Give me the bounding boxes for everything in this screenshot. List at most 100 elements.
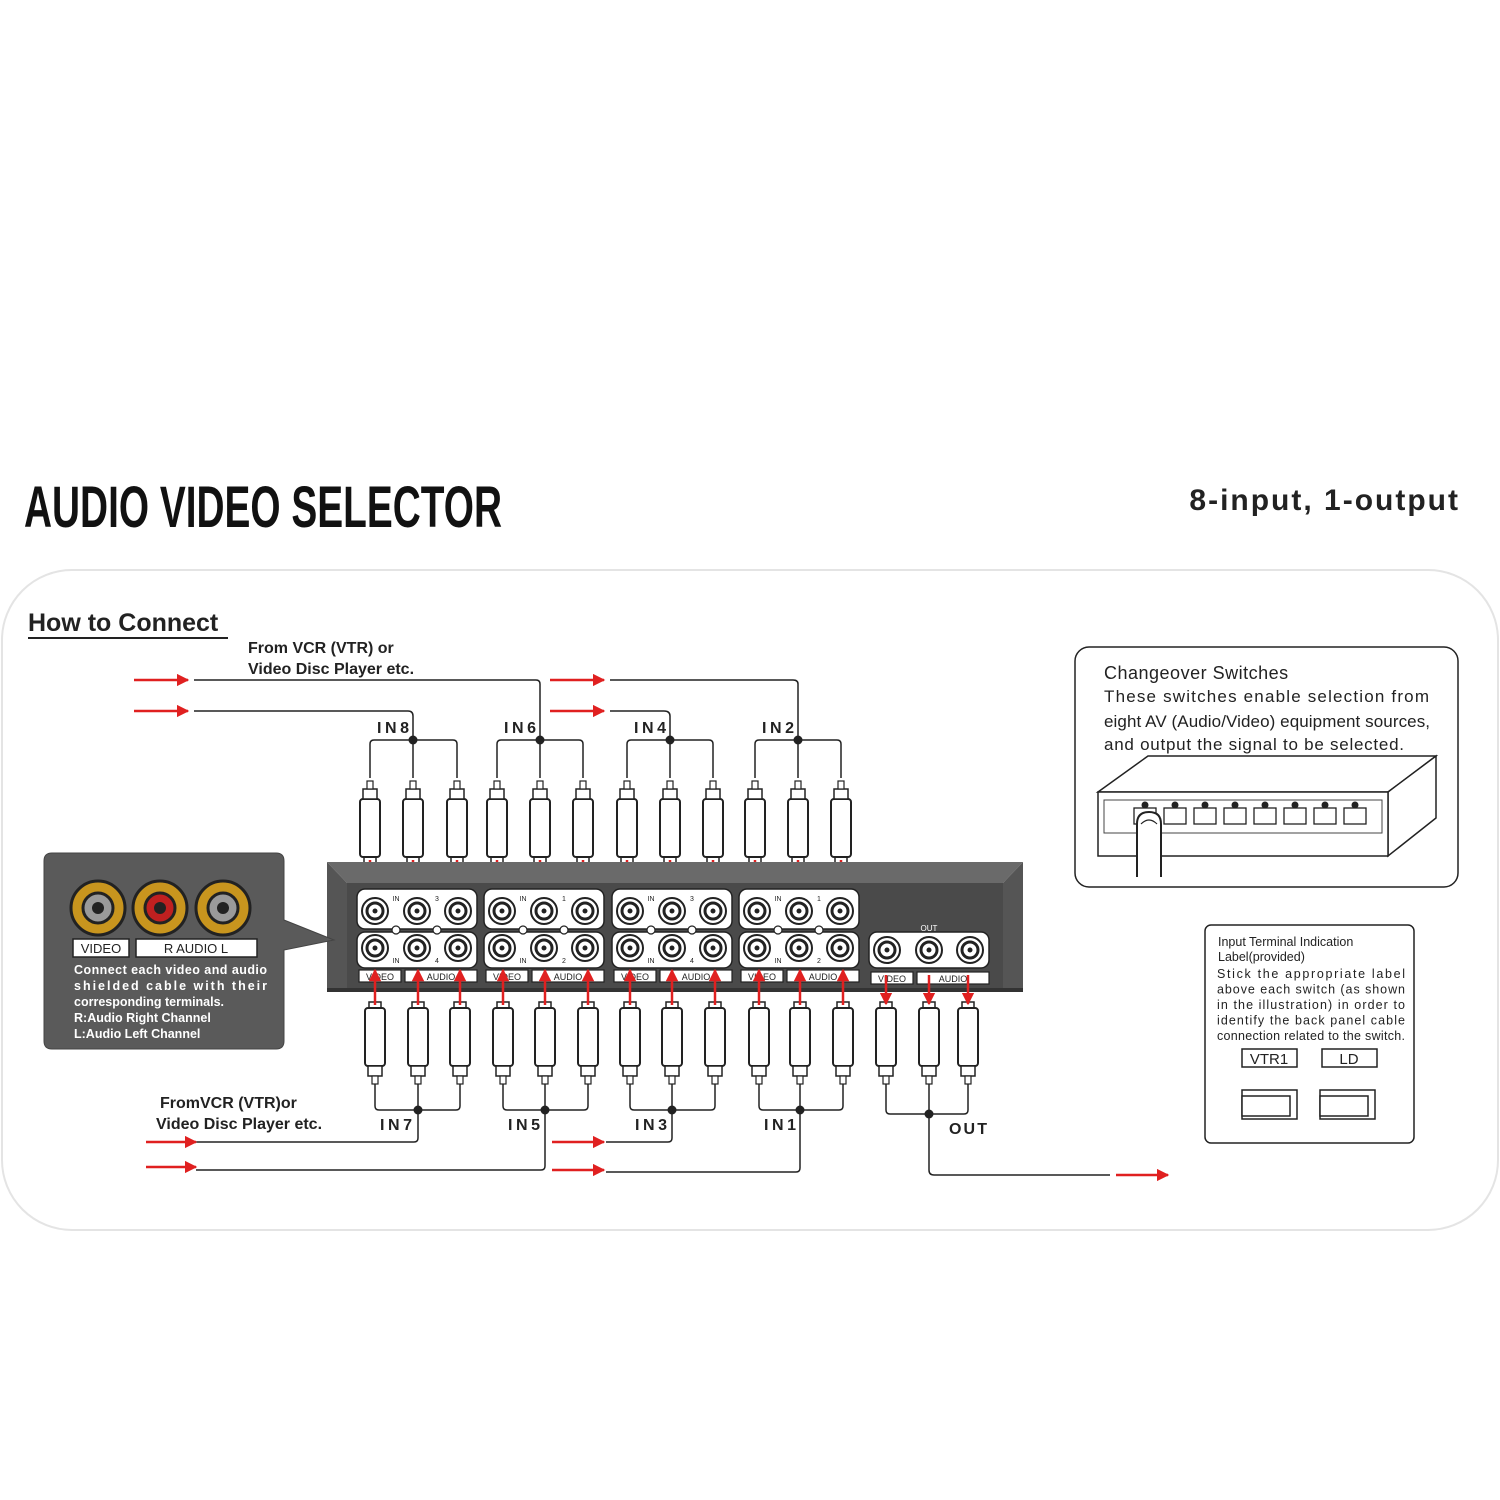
legend-text-line: corresponding terminals. (74, 995, 224, 1009)
legend-text-line: R:Audio Right Channel (74, 1011, 211, 1025)
panel-video-label: VIDEO (493, 972, 521, 982)
source-bottom-line2: Video Disc Player etc. (156, 1116, 322, 1133)
panel-audio-label: AUDIO (554, 972, 583, 982)
rca-plug (875, 1001, 897, 1085)
switches-text-line: eight AV (Audio/Video) equipment sources… (1104, 712, 1430, 731)
output-label: OUT (949, 1121, 987, 1138)
switches-heading: Changeover Switches (1104, 663, 1289, 683)
rca-jack-icon (570, 933, 600, 963)
rca-plug (534, 1001, 556, 1085)
rca-plug (787, 780, 809, 864)
legend-text-line: shielded cable with their (74, 979, 267, 993)
rca-plug (830, 780, 852, 864)
page-subtitle: 8-input, 1-output (1189, 484, 1460, 517)
rca-jack-video-icon (69, 879, 127, 937)
rca-jack-icon (487, 933, 517, 963)
label-box-text-line: identify the back panel cable (1217, 1014, 1405, 1028)
input-group-bottom: IN7 (364, 968, 471, 1134)
panel-out-label: OUT (921, 924, 938, 933)
junction-dot (793, 735, 803, 745)
source-top-line2: Video Disc Player etc. (248, 661, 414, 678)
rca-jack-icon (914, 935, 944, 965)
panel-input-number: 4 (690, 958, 694, 965)
rca-plug (957, 1001, 979, 1085)
legend-text-line: L:Audio Left Channel (74, 1027, 200, 1041)
label-box-heading: Label(provided) (1218, 950, 1305, 964)
input-label: IN5 (508, 1117, 540, 1134)
input-group-bottom: IN1 (748, 968, 854, 1134)
rca-jack-icon (443, 896, 473, 926)
rca-plug (577, 1001, 599, 1085)
rca-plug (407, 1001, 429, 1085)
rca-plug (789, 1001, 811, 1085)
finger-pointer-icon (1136, 810, 1162, 877)
changeover-switch-icon (1223, 801, 1247, 825)
panel-video-label: VIDEO (748, 972, 776, 982)
changeover-switches-box: Changeover Switches These switches enabl… (1074, 646, 1459, 888)
input-label: IN3 (635, 1117, 667, 1134)
rca-plug (364, 1001, 386, 1085)
rca-jack-icon (784, 896, 814, 926)
rca-plug (616, 780, 638, 864)
input-label: IN8 (377, 720, 409, 737)
rca-jack-icon (487, 896, 517, 926)
panel-input-number: 2 (562, 958, 566, 965)
rca-plug (661, 1001, 683, 1085)
rca-jack-icon (784, 933, 814, 963)
connection-legend-box: VIDEO R AUDIO L Connect each video and a… (43, 852, 336, 1050)
rca-jack-icon (657, 896, 687, 926)
panel-audio-label: AUDIO (427, 972, 456, 982)
changeover-switch-icon (1253, 801, 1277, 825)
junction-dot (535, 735, 545, 745)
input-label: IN7 (380, 1117, 412, 1134)
panel-in-label: IN (393, 896, 400, 903)
panel-input-number: 2 (817, 958, 821, 965)
label-box-heading: Input Terminal Indication (1218, 935, 1353, 949)
rca-jack-icon (698, 933, 728, 963)
rca-plug (702, 780, 724, 864)
panel-video-label: VIDEO (366, 972, 394, 982)
rca-jack-icon (825, 896, 855, 926)
page-title: AUDIO VIDEO SELECTOR (24, 475, 502, 540)
changeover-switch-icon (1343, 801, 1367, 825)
panel-input-number: 4 (435, 958, 439, 965)
changeover-switch-icon (1313, 801, 1337, 825)
rca-plug (529, 780, 551, 864)
panel-input-number: 3 (690, 896, 694, 903)
rca-jack-icon (570, 896, 600, 926)
rca-jack-icon (529, 896, 559, 926)
rca-plug (748, 1001, 770, 1085)
rca-jack-audio-r-icon (131, 879, 189, 937)
junction-dot (408, 735, 418, 745)
label-box-text-line: Stick the appropriate label (1217, 967, 1405, 981)
rca-jack-icon (955, 935, 985, 965)
rca-jack-icon (402, 896, 432, 926)
input-label: IN2 (762, 720, 794, 737)
rca-jack-icon (615, 896, 645, 926)
junction-dot (795, 1105, 805, 1115)
output-group: OUT (875, 975, 987, 1138)
input-label: IN1 (764, 1117, 796, 1134)
legend-video-label: VIDEO (81, 941, 121, 956)
rca-jack-icon (742, 896, 772, 926)
panel-input-number: 3 (435, 896, 439, 903)
legend-audio-label: R AUDIO L (164, 941, 228, 956)
label-box-text-line: in the illustration) in order to (1217, 998, 1405, 1012)
switches-text-line: and output the signal to be selected. (1104, 735, 1404, 754)
rca-jack-icon (698, 896, 728, 926)
rca-plug (659, 780, 681, 864)
panel-input-number: 1 (817, 896, 821, 903)
rca-plug (359, 780, 381, 864)
label-box-text-line: above each switch (as shown (1217, 983, 1405, 997)
changeover-switch-icon (1283, 801, 1307, 825)
switches-text-line: These switches enable selection from (1104, 687, 1429, 706)
panel-audio-label: AUDIO (809, 972, 838, 982)
input-label: IN4 (634, 720, 666, 737)
